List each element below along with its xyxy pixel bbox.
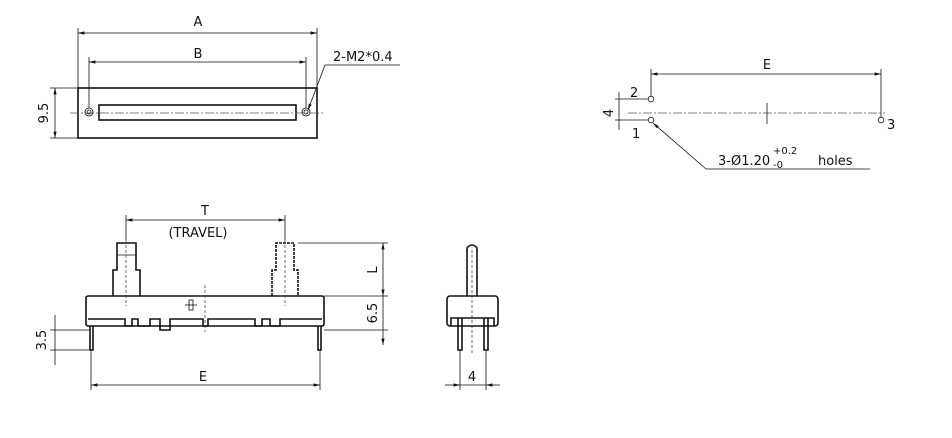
travel-label: (TRAVEL) — [168, 226, 227, 241]
body-outline — [446, 295, 499, 327]
pin-label-1: 1 — [632, 127, 640, 142]
dim-body-height-label: 6.5 — [366, 303, 381, 324]
terminal-pins — [457, 318, 489, 351]
mount-hole-left — [84, 107, 94, 117]
dim-pin-span-label: E — [763, 58, 771, 73]
mount-hole-right — [301, 107, 311, 117]
hole-suffix: holes — [818, 154, 853, 169]
body-feet — [88, 318, 322, 331]
mount-hole-callout: 2-M2*0.4 — [333, 50, 393, 65]
pin-label-2: 2 — [630, 86, 638, 101]
dim-b-label: B — [194, 47, 203, 62]
terminal-pins — [89, 326, 322, 351]
tolerance-plus: +0.2 — [773, 146, 797, 157]
pin-hole-3 — [877, 116, 885, 124]
pin-label-3: 3 — [887, 118, 895, 133]
side-view: 4 — [445, 244, 500, 390]
dim-height-label: 9.5 — [37, 103, 52, 124]
dim-travel-label: T — [200, 204, 209, 219]
pin-hole-1 — [647, 116, 655, 124]
dim-pin-pitch-label: 4 — [468, 370, 476, 385]
lever — [466, 244, 478, 296]
dim-pin-span-label: E — [199, 370, 207, 385]
hole-callout: 3-Ø1.20 — [718, 154, 770, 169]
pcb-layout: E 4 2 1 3 3-Ø1.20 +0.2 -0 holes — [602, 58, 895, 171]
dim-a-label: A — [194, 15, 203, 30]
front-view: T (TRAVEL) L 6.5 3.5 E — [35, 204, 388, 390]
dim-pin-pitch-label: 4 — [602, 109, 617, 117]
tolerance-minus: -0 — [773, 160, 783, 171]
dim-lever-label: L — [366, 266, 381, 274]
top-view: A B 9.5 2-M2*0.4 — [37, 15, 400, 139]
lever-left — [112, 242, 141, 296]
slider-slot — [98, 104, 297, 121]
pin-hole-2 — [647, 95, 655, 103]
dim-pin-length-label: 3.5 — [35, 330, 50, 351]
